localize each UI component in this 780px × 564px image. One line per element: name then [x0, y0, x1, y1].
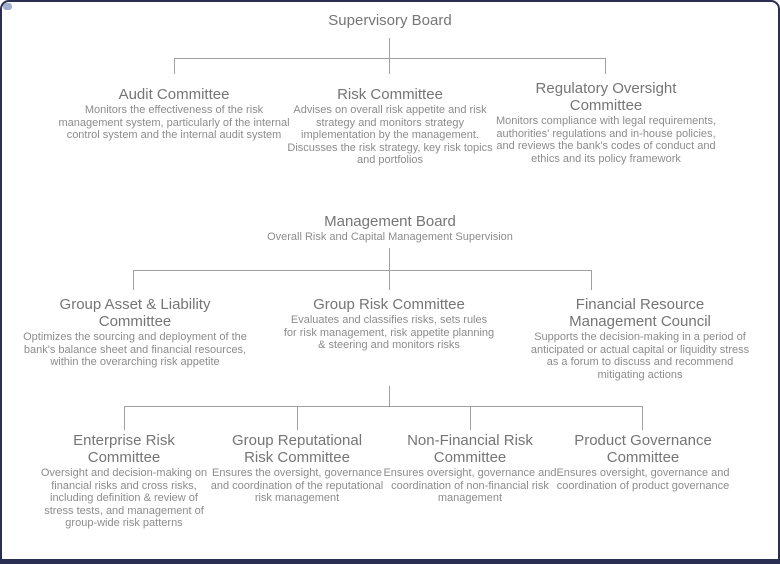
org-node-audit-committee: Audit Committee Monitors the effectivene… [54, 86, 294, 142]
connector-drop-pgc [642, 406, 643, 430]
connector-drop-risk [389, 58, 390, 74]
connector-bus-level2 [133, 270, 592, 271]
node-description: Optimizes the sourcing and deployment of… [23, 331, 247, 368]
node-title: Group Risk Committee [313, 296, 465, 313]
connector-drop-grrc [297, 406, 298, 430]
node-title: Risk Committee [337, 86, 443, 103]
node-title: Audit Committee [118, 86, 230, 103]
connector-bus-level3 [124, 406, 643, 407]
node-description: Monitors compliance with legal requireme… [495, 115, 717, 165]
connector-stem-level1 [389, 38, 390, 58]
node-title: Financial Resource Management Council [569, 296, 711, 330]
org-node-management-board: Management Board Overall Risk and Capita… [239, 213, 541, 244]
node-title: Supervisory Board [328, 12, 452, 29]
node-description: Monitors the effectiveness of the risk m… [58, 104, 290, 141]
org-node-financial-resource-management-council: Financial Resource Management Council Su… [525, 296, 755, 381]
connector-drop-nfrc [470, 406, 471, 430]
node-title: Management Board [324, 213, 456, 230]
org-node-group-asset-liability-committee: Group Asset & Liability Committee Optimi… [20, 296, 250, 369]
node-title: Non-Financial Risk Committee [407, 432, 533, 466]
node-subtitle: Overall Risk and Capital Management Supe… [267, 231, 513, 243]
node-description: Ensures oversight, governance and coordi… [383, 467, 557, 504]
org-node-non-financial-risk-committee: Non-Financial Risk Committee Ensures ove… [382, 432, 558, 505]
org-node-enterprise-risk-committee: Enterprise Risk Committee Oversight and … [37, 432, 211, 530]
connector-bus-level1 [174, 58, 606, 59]
org-node-group-reputational-risk-committee: Group Reputational Risk Committee Ensure… [209, 432, 385, 505]
node-title: Product Governance Committee [574, 432, 712, 466]
connector-drop-galc [133, 270, 134, 290]
node-description: Advises on overall risk appetite and ris… [287, 104, 493, 166]
org-node-regulatory-oversight-committee: Regulatory Oversight Committee Monitors … [486, 80, 726, 165]
node-description: Evaluates and classifies risks, sets rul… [283, 314, 495, 351]
connector-drop-regulatory [605, 58, 606, 74]
connector-stem-level2 [389, 248, 390, 270]
node-description: Ensures oversight, governance and coordi… [556, 467, 730, 492]
node-description: Ensures the oversight, governance and co… [210, 467, 384, 504]
connector-drop-grc [389, 270, 390, 290]
connector-drop-audit [174, 58, 175, 74]
node-title: Enterprise Risk Committee [73, 432, 175, 466]
org-node-product-governance-committee: Product Governance Committee Ensures ove… [555, 432, 731, 492]
org-node-supervisory-board: Supervisory Board [290, 12, 490, 29]
connector-drop-erc [124, 406, 125, 430]
node-title: Regulatory Oversight Committee [535, 80, 677, 114]
node-title: Group Asset & Liability Committee [59, 296, 211, 330]
org-node-group-risk-committee: Group Risk Committee Evaluates and class… [283, 296, 495, 352]
org-node-risk-committee: Risk Committee Advises on overall risk a… [279, 86, 501, 167]
node-description: Supports the decision-making in a period… [530, 331, 750, 381]
connector-stem-level3 [389, 386, 390, 406]
connector-drop-frmc [591, 270, 592, 290]
node-title: Group Reputational Risk Committee [231, 432, 363, 466]
node-description: Oversight and decision-making on financi… [40, 467, 208, 529]
window-corner-accent [3, 3, 12, 10]
